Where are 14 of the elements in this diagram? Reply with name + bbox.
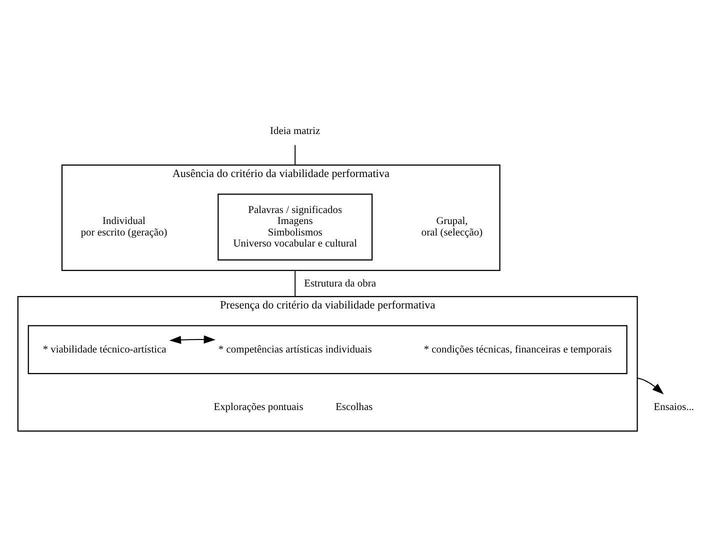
arrow: [636, 378, 664, 394]
node-text: * viabilidade técnico-artística: [42, 344, 166, 356]
connector: [294, 270, 296, 298]
arrow: [169, 335, 216, 344]
connector: [294, 144, 296, 166]
node-label: Individual por escrito (geração): [80, 216, 168, 238]
edge-label: Estrutura da obra: [304, 278, 376, 290]
node-text: Ensaios...: [654, 402, 694, 413]
node-text: * condições técnicas, financeiras e temporais: [424, 344, 612, 356]
node-text: * competências artísticas individuais: [218, 344, 372, 356]
node-label: Grupal, oral (selecção): [421, 216, 483, 238]
node-text: Ideia matriz: [270, 126, 320, 138]
node-box: Palavras / significados Imagens Simbolismos Universo vocabular e cultural: [218, 194, 373, 260]
cluster: [28, 325, 628, 374]
